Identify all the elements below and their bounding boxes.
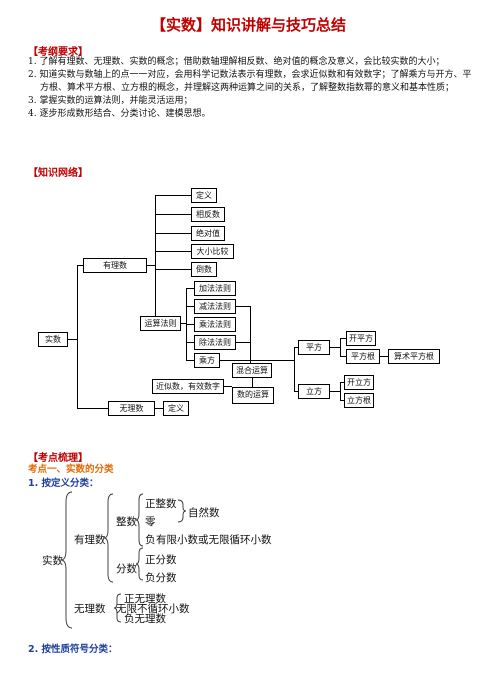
node-definition: 定义 bbox=[191, 188, 217, 203]
exam-requirements-list: 1. 了解有理数、无理数、实数的概念；借助数轴理解相反数、绝对值的概念及意义，会… bbox=[28, 56, 473, 121]
section-by-definition: 1. 按定义分类： bbox=[28, 478, 99, 489]
class-positive-integer: 正整数 bbox=[145, 498, 177, 510]
class-irrational: 无理数 bbox=[74, 603, 106, 615]
node-power: 乘方 bbox=[194, 353, 220, 368]
node-division-rule: 除法法则 bbox=[194, 335, 236, 350]
node-approximation: 近似数，有效数字 bbox=[152, 379, 224, 394]
class-positive-irrational: 正无理数 bbox=[124, 593, 166, 605]
node-square: 平方 bbox=[298, 340, 330, 355]
point-one-heading: 考点一、实数的分类 bbox=[28, 464, 114, 475]
key-points-heading: 【考点梳理】 bbox=[28, 453, 88, 464]
node-square-root-op: 开平方 bbox=[346, 331, 376, 346]
node-cube-root: 立方根 bbox=[344, 393, 374, 408]
requirement-item: 3. 掌握实数的运算法则，并能灵活运用； bbox=[28, 96, 193, 106]
class-integer: 整数 bbox=[116, 516, 137, 528]
node-rational-number: 有理数 bbox=[83, 258, 147, 273]
class-negative-irrational: 负无理数 bbox=[124, 613, 166, 625]
node-irrational-definition: 定义 bbox=[163, 401, 189, 416]
class-rational: 有理数 bbox=[74, 534, 106, 546]
requirement-item: 4. 逐步形成数形结合、分类讨论、建模思想。 bbox=[28, 109, 211, 119]
class-real: 实数 bbox=[42, 555, 63, 567]
knowledge-network-heading: 【知识网络】 bbox=[28, 168, 88, 179]
page-title: 【实数】知识讲解与技巧总结 bbox=[150, 16, 346, 34]
exam-requirements-heading: 【考纲要求】 bbox=[28, 47, 88, 58]
class-infinite-nonrepeating: 无限不循环小数 bbox=[116, 603, 190, 615]
node-compare-size: 大小比较 bbox=[191, 244, 234, 259]
node-mixed-operations: 混合运算 bbox=[232, 363, 272, 378]
node-reciprocal: 倒数 bbox=[191, 262, 217, 277]
class-fraction: 分数 bbox=[116, 563, 137, 575]
knowledge-network-diagram: 实数 有理数 无理数 定义 定义 相反数 绝对值 大小比较 倒数 运算法则 加法… bbox=[38, 188, 440, 416]
node-real-number: 实数 bbox=[38, 332, 68, 347]
requirement-item: 2. 知道实数与数轴上的点一一对应，会用科学记数法表示有理数，会求近似数和有效数… bbox=[28, 70, 472, 93]
node-arithmetic-square-root: 算术平方根 bbox=[388, 349, 440, 364]
classification-tree: 实数 有理数 整数 正整数 自然数 零 负整数 有限小数或无限循环小数 分数 正… bbox=[0, 490, 497, 630]
class-positive-fraction: 正分数 bbox=[145, 554, 177, 566]
node-cube-root-op: 开立方 bbox=[344, 375, 374, 390]
class-natural: 自然数 bbox=[188, 507, 220, 519]
class-finite-decimal: 有限小数或无限循环小数 bbox=[156, 532, 272, 547]
node-irrational-number: 无理数 bbox=[108, 401, 155, 416]
node-subtraction-rule: 减法法则 bbox=[194, 299, 236, 314]
node-square-root: 平方根 bbox=[346, 349, 380, 364]
node-multiplication-rule: 乘法法则 bbox=[194, 317, 236, 332]
requirement-item: 1. 了解有理数、无理数、实数的概念；借助数轴理解相反数、绝对值的概念及意义，会… bbox=[28, 57, 445, 67]
node-opposite-number: 相反数 bbox=[191, 207, 225, 222]
brace-lines bbox=[60, 491, 187, 629]
class-zero: 零 bbox=[145, 516, 156, 528]
node-cube: 立方 bbox=[298, 384, 330, 399]
class-negative-fraction: 负分数 bbox=[145, 572, 177, 584]
node-absolute-value: 绝对值 bbox=[191, 226, 225, 241]
node-addition-rule: 加法法则 bbox=[194, 281, 236, 296]
node-number-operations: 数的运算 bbox=[232, 387, 274, 404]
section-by-sign: 2. 按性质符号分类： bbox=[28, 644, 118, 655]
node-operation-rules: 运算法则 bbox=[140, 316, 181, 331]
